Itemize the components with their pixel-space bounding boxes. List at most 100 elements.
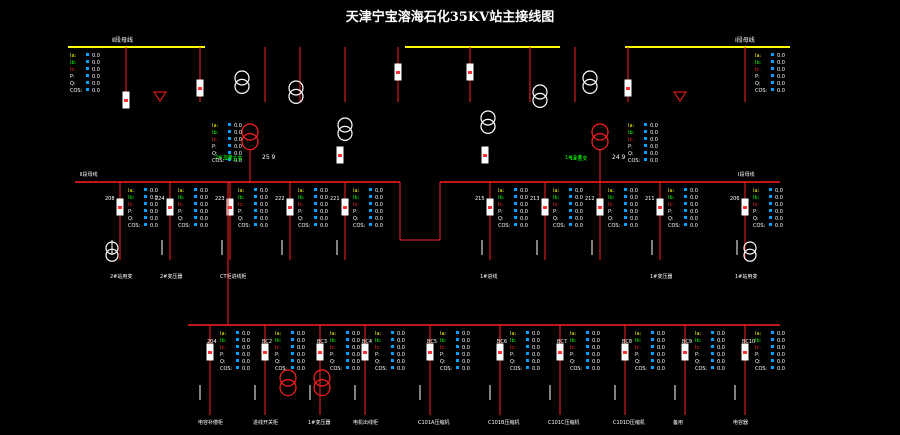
aux-feeder-readout-BC8-key: Ib: — [635, 338, 642, 344]
lv-feeder-readout-224-value: 0.0 — [200, 188, 208, 194]
main-transformer-lv-breaker-state — [483, 154, 487, 157]
aux-feeder-readout-BC3-key: Ic: — [330, 345, 336, 351]
lv-feeder-name: 2#站用变 — [110, 273, 132, 280]
hv-readout-left-key: Ic: — [70, 67, 76, 73]
lv-feeder-readout-221-value: 0.0 — [375, 202, 383, 208]
hv-breaker-state — [198, 87, 202, 90]
main-transformer-readout-key: COS: — [212, 158, 225, 164]
aux-feeder-readout-BC2-dot — [291, 366, 294, 369]
lv-feeder-readout-224-dot — [194, 188, 197, 191]
hv-readout-left-value: 0.0 — [92, 81, 100, 87]
main-transformer-readout-dot — [644, 123, 647, 126]
lv-feeder-readout-208-dot — [144, 216, 147, 219]
lv-feeder-name: CT柜进线柜 — [220, 273, 247, 280]
lv-feeder-readout-224-key: Ic: — [178, 202, 184, 208]
aux-feeder-readout-BC10-dot — [771, 338, 774, 341]
lv-feeder-readout-208-dot — [144, 195, 147, 198]
aux-feeder-readout-204-value: 0.0 — [242, 366, 250, 372]
lv-feeder-readout-206-key: Ib: — [753, 195, 760, 201]
lv-feeder-readout-211-key: Q: — [668, 216, 674, 222]
lv-breaker-213-state — [543, 206, 547, 209]
aux-feeder-readout-BC9-dot — [711, 331, 714, 334]
lv-feeder-readout-215-key: P: — [498, 209, 503, 215]
hv-readout-right-value: 0.0 — [777, 74, 785, 80]
lv-feeder-readout-208-key: Ia: — [128, 188, 135, 194]
lv-bus-id: 24 9 — [612, 154, 626, 161]
aux-feeder-readout-BC10-dot — [771, 331, 774, 334]
aux-feeder-readout-BC9-dot — [711, 345, 714, 348]
lv-feeder-readout-206-dot — [769, 223, 772, 226]
lv-feeder-readout-211-key: P: — [668, 209, 673, 215]
lv-feeder-id: 213 — [530, 196, 540, 202]
main-transformer-readout-dot — [228, 123, 231, 126]
aux-breaker-BC6-state — [498, 351, 502, 354]
aux-feeder-readout-BC5-value: 0.0 — [462, 366, 470, 372]
aux-feeder-readout-204-key: Ib: — [220, 338, 227, 344]
lv-feeder-readout-223-dot — [254, 202, 257, 205]
hv-readout-left-key: COS: — [70, 88, 83, 94]
aux-feeder-readout-BC6-key: Q: — [510, 359, 516, 365]
lv-feeder-readout-224-key: Ib: — [178, 195, 185, 201]
aux-feeder-readout-BC9-value: 0.0 — [717, 366, 725, 372]
aux-feeder-readout-BC8-dot — [651, 338, 654, 341]
lv-feeder-readout-206-dot — [769, 209, 772, 212]
aux-feeder-readout-BC9-dot — [711, 352, 714, 355]
aux-feeder-readout-BC4-value: 0.0 — [397, 352, 405, 358]
main-transformer-readout-value: 0.0 — [234, 158, 242, 164]
aux-feeder-readout-BC9-dot — [711, 338, 714, 341]
main-transformer-readout-value: 0.0 — [234, 137, 242, 143]
aux-transformer-secondary — [313, 379, 331, 397]
aux-feeder-readout-BC6-value: 0.0 — [532, 366, 540, 372]
aux-feeder-readout-BC3-dot — [346, 345, 349, 348]
aux-feeder-readout-BC4-value: 0.0 — [397, 331, 405, 337]
hv-pt-transformer — [234, 70, 250, 86]
hv-readout-right-key: Q: — [755, 81, 761, 87]
aux-feeder-readout-BC3-value: 0.0 — [352, 359, 360, 365]
aux-feeder-readout-BC7-dot — [586, 338, 589, 341]
lv-feeder-readout-215-key: Ic: — [498, 202, 504, 208]
lv-feeder-readout-208-key: Ib: — [128, 195, 135, 201]
lv-feeder-readout-222-key: Q: — [298, 216, 304, 222]
aux-feeder-readout-BC4-value: 0.0 — [397, 359, 405, 365]
lv-feeder-readout-211-dot — [684, 202, 687, 205]
aux-feeder-id: BC5 — [427, 339, 437, 345]
aux-feeder-readout-BC5-value: 0.0 — [462, 345, 470, 351]
lv-feeder-readout-208-value: 0.0 — [150, 195, 158, 201]
lv-feeder-readout-206-value: 0.0 — [775, 223, 783, 229]
lv-feeder-readout-221-dot — [369, 195, 372, 198]
lv-feeder-readout-222-dot — [314, 202, 317, 205]
lv-feeder-readout-206-key: P: — [753, 209, 758, 215]
aux-feeder-readout-204-dot — [236, 366, 239, 369]
lv-feeder-readout-222-dot — [314, 188, 317, 191]
lv-feeder-readout-211-key: Ib: — [668, 195, 675, 201]
lv-feeder-name: 1#变压器 — [650, 273, 672, 280]
aux-breaker-BC8-state — [623, 351, 627, 354]
lv-feeder-readout-213-key: Ib: — [553, 195, 560, 201]
lv-feeder-readout-206-value: 0.0 — [775, 188, 783, 194]
main-transformer-readout-value: 0.0 — [650, 144, 658, 150]
lv-feeder-readout-224-dot — [194, 209, 197, 212]
aux-feeder-readout-BC4-key: P: — [375, 352, 380, 358]
aux-feeder-name: C101A压缩机 — [418, 419, 449, 426]
lv-feeder-readout-221-value: 0.0 — [375, 195, 383, 201]
lv-feeder-readout-206-value: 0.0 — [775, 216, 783, 222]
lv-feeder-readout-213-dot — [569, 188, 572, 191]
lv-feeder-readout-222-key: COS: — [298, 223, 311, 229]
aux-feeder-readout-204-key: P: — [220, 352, 225, 358]
lv-feeder-id: 222 — [275, 196, 285, 202]
aux-feeder-readout-BC7-key: Ic: — [570, 345, 576, 351]
lv-feeder-readout-223-key: Ib: — [238, 195, 245, 201]
lv-feeder-readout-222-value: 0.0 — [320, 209, 328, 215]
aux-feeder-readout-204-key: Q: — [220, 359, 226, 365]
hv-readout-right-key: Ib: — [755, 60, 762, 66]
lv-feeder-readout-224-dot — [194, 223, 197, 226]
hv-readout-left-key: Ib: — [70, 60, 77, 66]
main-transformer-readout-value: 0.0 — [650, 151, 658, 157]
lv-feeder-readout-211-dot — [684, 188, 687, 191]
aux-feeder-readout-BC4-dot — [391, 366, 394, 369]
main-transformer-readout-value: 0.0 — [650, 123, 658, 129]
lv-feeder-readout-215-key: Ib: — [498, 195, 505, 201]
aux-feeder-readout-BC5-key: Q: — [440, 359, 446, 365]
aux-transformer-secondary — [279, 379, 297, 397]
